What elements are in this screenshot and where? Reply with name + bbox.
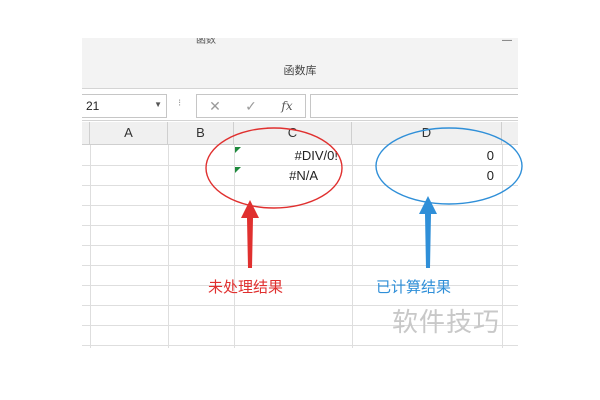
column-header-b[interactable]: B xyxy=(168,122,234,144)
watermark-text: 软件技巧 xyxy=(392,308,501,338)
ribbon-fragment-right: — xyxy=(502,38,512,44)
column-headers: A B C D xyxy=(82,122,518,145)
cell-c2[interactable]: #N/A xyxy=(289,168,318,183)
unprocessed-result-note: 未处理结果 xyxy=(208,278,284,296)
ribbon-top-strip: 函数 — xyxy=(82,38,518,52)
drag-handle-icon[interactable]: ⁝ xyxy=(178,98,182,109)
column-header-a[interactable]: A xyxy=(90,122,168,144)
cell-d2[interactable]: 0 xyxy=(486,168,494,183)
name-box[interactable]: 21 ▼ xyxy=(82,94,167,118)
ribbon-fragment-left: 函数 xyxy=(196,38,216,44)
insert-function-icon[interactable]: fx xyxy=(281,99,293,113)
column-header-d[interactable]: D xyxy=(352,122,502,144)
column-header-c[interactable]: C xyxy=(234,122,352,144)
cell-c1[interactable]: #DIV/0! xyxy=(294,148,338,163)
cancel-icon[interactable]: ✕ xyxy=(209,98,221,114)
computed-result-note: 已计算结果 xyxy=(376,278,452,296)
cell-d1[interactable]: 0 xyxy=(486,148,494,163)
ribbon: 函数库 xyxy=(82,52,518,89)
formula-buttons: ✕ ✓ fx xyxy=(196,94,306,118)
name-box-value: 21 xyxy=(86,99,100,113)
row-header-corner[interactable] xyxy=(82,122,90,144)
formula-bar: 21 ▼ ⁝ ✕ ✓ fx xyxy=(82,90,518,121)
formula-input[interactable] xyxy=(310,94,518,118)
column-header-e[interactable] xyxy=(502,122,518,144)
chevron-down-icon[interactable]: ▼ xyxy=(154,100,162,109)
confirm-icon[interactable]: ✓ xyxy=(245,98,257,114)
ribbon-group-label: 函数库 xyxy=(283,64,317,77)
